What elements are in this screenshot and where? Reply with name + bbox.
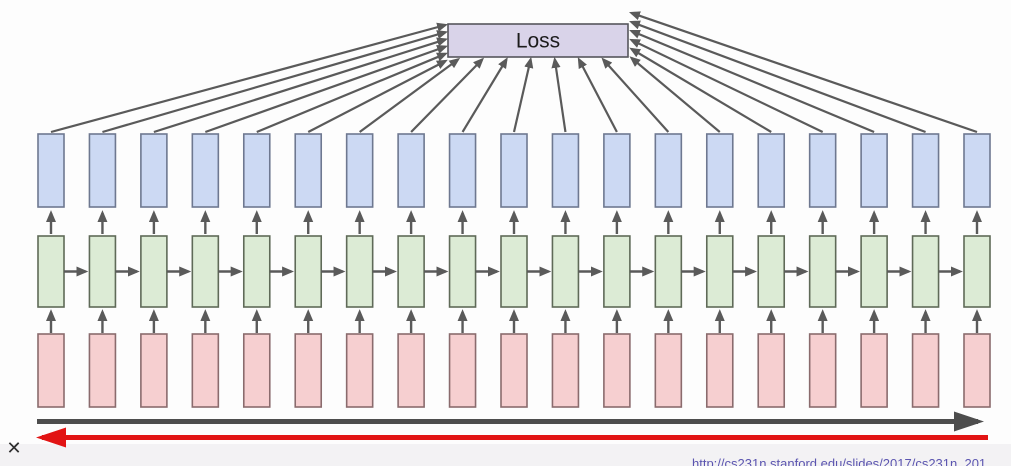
input-box	[242, 333, 271, 408]
input-box	[88, 333, 117, 408]
hidden-box	[397, 235, 425, 308]
output-box	[808, 133, 837, 208]
loss-arrow	[629, 20, 926, 134]
output-box	[500, 133, 528, 208]
loss-arrow	[204, 45, 448, 134]
output-box	[654, 133, 683, 208]
output-box	[757, 133, 786, 208]
loss-arrow	[102, 30, 449, 134]
input-box	[603, 333, 631, 408]
loss-arrow	[410, 57, 485, 133]
input-box	[140, 333, 168, 408]
hidden-box	[500, 235, 528, 308]
output-box	[603, 133, 631, 208]
input-box	[963, 333, 991, 408]
hidden-box	[808, 235, 837, 308]
hidden-box	[294, 235, 323, 308]
input-box	[654, 333, 683, 408]
hidden-box	[911, 235, 940, 308]
loss-arrow	[577, 57, 618, 133]
loss-arrow	[601, 57, 670, 133]
loss-label: Loss	[516, 30, 560, 53]
hidden-box	[860, 235, 888, 308]
hidden-box	[757, 235, 786, 308]
hidden-box	[654, 235, 683, 308]
output-box	[140, 133, 168, 208]
output-box	[294, 133, 323, 208]
loss-arrow	[512, 56, 534, 133]
input-box	[757, 333, 786, 408]
input-box	[808, 333, 837, 408]
player-bottom-strip	[0, 444, 1011, 466]
input-box	[345, 333, 374, 408]
loss-arrow	[307, 59, 448, 133]
hidden-box	[37, 235, 65, 308]
loss-arrow	[551, 56, 567, 133]
loss-arrow	[629, 29, 875, 134]
hidden-box	[551, 235, 580, 308]
close-icon[interactable]: ✕	[6, 438, 22, 458]
output-box	[963, 133, 991, 208]
output-box	[911, 133, 940, 208]
output-box	[345, 133, 374, 208]
hidden-box	[345, 235, 374, 308]
input-box	[397, 333, 425, 408]
input-box	[911, 333, 940, 408]
loss-arrow	[461, 57, 508, 133]
input-box	[448, 333, 477, 408]
loss-box	[447, 23, 629, 58]
output-box	[705, 133, 734, 208]
hidden-box	[705, 235, 734, 308]
loss-arrow	[629, 11, 978, 134]
output-box	[37, 133, 65, 208]
input-box	[705, 333, 734, 408]
loss-arrow	[153, 37, 449, 134]
loss-arrow	[629, 38, 824, 133]
hidden-box	[191, 235, 220, 308]
loss-arrow	[50, 22, 449, 134]
output-box	[860, 133, 888, 208]
loss-arrow	[629, 56, 721, 133]
output-box	[551, 133, 580, 208]
hidden-box	[140, 235, 168, 308]
hidden-box	[88, 235, 117, 308]
hidden-box	[963, 235, 991, 308]
input-box	[860, 333, 888, 408]
hidden-box	[603, 235, 631, 308]
output-box	[191, 133, 220, 208]
output-box	[242, 133, 271, 208]
output-box	[397, 133, 425, 208]
input-box	[551, 333, 580, 408]
input-box	[500, 333, 528, 408]
hidden-box	[242, 235, 271, 308]
loss-arrow	[629, 47, 772, 133]
input-box	[294, 333, 323, 408]
output-box	[88, 133, 117, 208]
source-link[interactable]: http://cs231n.stanford.edu/slides/2017/c…	[692, 456, 987, 466]
loss-arrow	[256, 52, 448, 134]
loss-arrow	[359, 57, 461, 133]
input-box	[191, 333, 220, 408]
output-box	[448, 133, 477, 208]
hidden-box	[448, 235, 477, 308]
input-box	[37, 333, 65, 408]
